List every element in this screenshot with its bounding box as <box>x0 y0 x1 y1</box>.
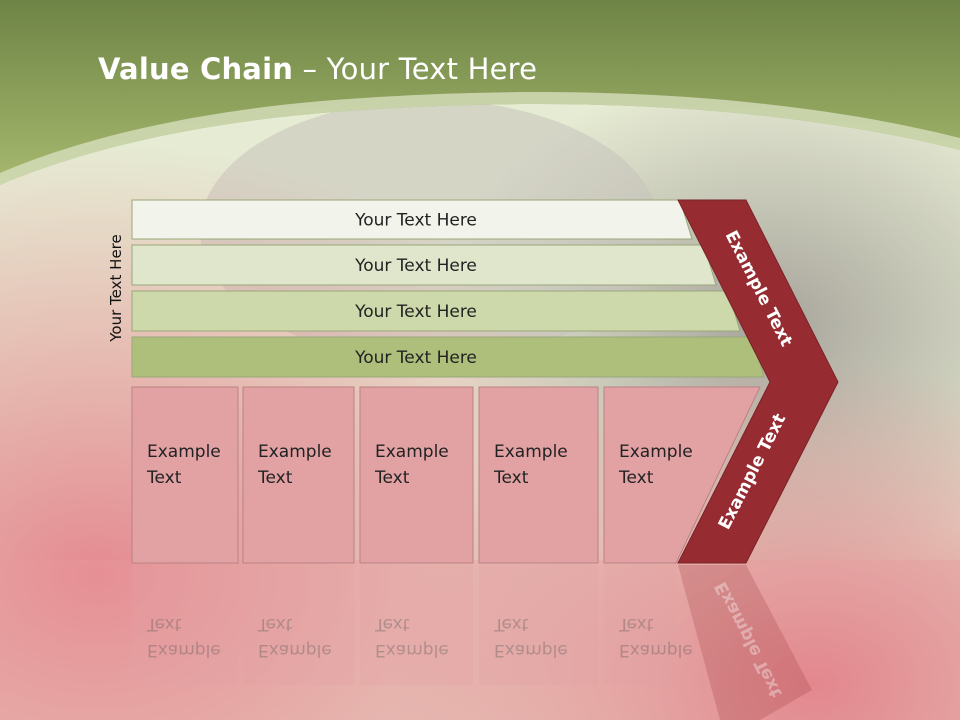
band-label-4: Your Text Here <box>354 348 477 368</box>
box-reflection-text2-5: Text <box>618 614 654 634</box>
box-label-line1: Example <box>494 442 568 462</box>
box-label-line1: Example <box>147 442 221 462</box>
box-reflection-4 <box>479 565 598 685</box>
chevron-reflection <box>678 565 812 720</box>
band-label-2: Your Text Here <box>354 256 477 276</box>
box-reflection-text-3: Example <box>375 640 449 660</box>
box-4 <box>478 386 599 564</box>
box-reflection-text2-1: Text <box>146 614 182 634</box>
band-1 <box>131 199 693 240</box>
box-reflection-3 <box>360 565 473 685</box>
band-label-3: Your Text Here <box>354 302 477 322</box>
box-label-line2: Text <box>147 468 182 488</box>
box-reflection-text-2: Example <box>258 640 332 660</box>
box-label-line1: Example <box>375 442 449 462</box>
band-3 <box>131 290 741 332</box>
box-reflection-text2-4: Text <box>493 614 529 634</box>
box-label-line1: Example <box>619 442 693 462</box>
box-reflection-text-5: Example <box>619 640 693 660</box>
chevron-arrow <box>677 199 839 564</box>
band-2 <box>131 244 717 286</box>
box-reflection-1 <box>132 565 238 685</box>
box-label-line1: Example <box>258 442 332 462</box>
box-5 <box>603 386 761 564</box>
box-label-line2: Text <box>258 468 293 488</box>
box-1 <box>131 386 239 564</box>
box-label-line2: Text <box>619 468 654 488</box>
box-reflection-2 <box>243 565 354 685</box>
box-reflection-text2-3: Text <box>374 614 410 634</box>
box-label-line2: Text <box>375 468 410 488</box>
title-rest: – Your Text Here <box>293 52 538 86</box>
title-bold: Value Chain <box>98 52 294 86</box>
box-reflection-text-1: Example <box>147 640 221 660</box>
band-4 <box>131 336 765 378</box>
band-label-1: Your Text Here <box>354 211 477 231</box>
box-label-line2: Text <box>494 468 529 488</box>
box-reflection-5 <box>604 565 676 685</box>
slide-title: Value Chain – Your Text Here <box>98 52 537 86</box>
box-reflection-text2-2: Text <box>257 614 293 634</box>
box-reflection-text-4: Example <box>494 640 568 660</box>
box-3 <box>359 386 474 564</box>
box-2 <box>242 386 355 564</box>
